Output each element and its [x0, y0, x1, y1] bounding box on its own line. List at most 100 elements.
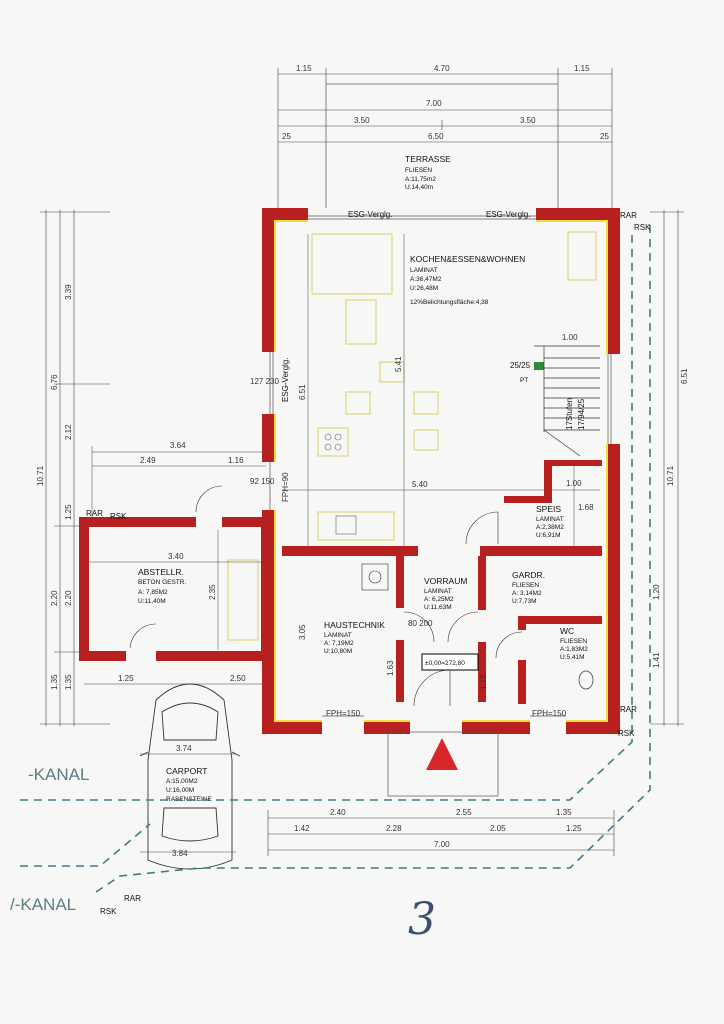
dim-mid-6: 1.18	[479, 674, 488, 690]
speis-area: A:2,38M2	[536, 524, 564, 531]
wc-room: WC FLIESEN A:1,83M2 U:5,41M	[560, 626, 594, 690]
carport-room: CARPORT A:15,00M2 U:16,00M RASENSTEINE	[166, 766, 213, 803]
abstellr-area: A: 7,85M2	[138, 589, 168, 596]
interior-dim-lines	[282, 234, 600, 546]
dim-r6: 1.00	[562, 333, 578, 342]
storage-room: ABSTELLR. BETON GESTR. A: 7,85M2 U:11,40…	[138, 567, 186, 605]
car-outline	[139, 683, 241, 870]
kitchen-room: KOCHEN&ESSEN&WOHNEN LAMINAT A:36,47M2 U:…	[410, 254, 525, 306]
fph-left: FPH=150	[326, 709, 361, 718]
main-walls	[262, 208, 620, 734]
rar-3: RAR	[620, 705, 637, 714]
dim-right-2: 10.71	[666, 465, 675, 486]
dim-mid-1: 5.40	[412, 480, 428, 489]
haustechnik-perimeter: U:10,80M	[324, 648, 352, 655]
speis-name: SPEIS	[536, 504, 561, 514]
bottom-dimensions	[267, 810, 615, 856]
rsk-2: RSK	[634, 223, 651, 232]
dim-car-3: 3.74	[176, 744, 192, 753]
dim-top-8: 25	[282, 132, 291, 141]
dim-mid-5: 1.63	[386, 660, 395, 676]
rsk-3: RSK	[618, 729, 635, 738]
kitchen-area: A:36,47M2	[410, 276, 442, 283]
top-dimensions	[277, 68, 613, 212]
carport-name: CARPORT	[166, 766, 207, 776]
level-marker: ±0,00=272,80	[421, 653, 479, 671]
abstellr-name: ABSTELLR.	[138, 567, 184, 577]
carport-area: A:15,00M2	[166, 778, 198, 785]
vorraum-room: VORRAUM LAMINAT A: 6,25M2 U:11,63M	[424, 576, 467, 611]
kitchen-perimeter: U:26,48M	[410, 285, 438, 292]
dim-top-2: 4.70	[434, 64, 450, 73]
rar-4: RAR	[124, 894, 141, 903]
stair-size: 25/25	[510, 361, 531, 370]
terrace-material: FLIESEN	[405, 167, 432, 174]
interior-walls	[282, 460, 602, 704]
dim-bottom-4: 1.42	[294, 824, 310, 833]
dim-bottom-3: 1.35	[556, 808, 572, 817]
terrace: TERRASSE FLIESEN A:11,75m2 U:14,40m	[325, 83, 559, 213]
dim-car-4: 3.84	[172, 849, 188, 858]
doors	[129, 485, 523, 707]
page-number: 3	[408, 894, 436, 945]
terrace-area: A:11,75m2	[405, 176, 436, 183]
vorraum-name: VORRAUM	[424, 576, 467, 586]
fph-right: FPH=150	[532, 709, 567, 718]
haustechnik-name: HAUSTECHNIK	[324, 620, 385, 630]
dim-storage-3: 1.16	[228, 456, 244, 465]
dim-bottom-5: 2.28	[386, 824, 402, 833]
rar-1: RAR	[86, 509, 103, 518]
abstellr-material: BETON GESTR.	[138, 579, 186, 586]
dim-left-4: 10.71	[36, 465, 45, 486]
dim-left-9: 1.35	[64, 674, 73, 690]
dim-storage-5: 2.35	[208, 584, 217, 600]
dim-left-2: 6.76	[50, 374, 59, 390]
kitchen-material: LAMINAT	[410, 267, 438, 274]
dim-mid-3: 5.41	[394, 356, 403, 372]
dim-car-1: 1.25	[118, 674, 134, 683]
esg-label-left: ESG-Verglg.	[348, 210, 392, 219]
dim-r5: 1.68	[578, 503, 594, 512]
dim-right-1: 6.51	[680, 368, 689, 384]
entrance	[387, 731, 499, 797]
carport-dim-lines	[84, 683, 266, 853]
dim-top-5: 3.50	[354, 116, 370, 125]
stairs-count: 17Stufen	[565, 398, 574, 430]
vorraum-material: LAMINAT	[424, 588, 452, 595]
kanal-lines	[20, 224, 651, 893]
haustechnik-area: A: 7,19M2	[324, 640, 354, 647]
wc-name: WC	[560, 626, 574, 636]
dim-bottom-1: 2.40	[330, 808, 346, 817]
dim-top-6: 3.50	[520, 116, 536, 125]
dim-storage-1: 3.64	[170, 441, 186, 450]
dim-r7: 1.00	[566, 479, 582, 488]
rar-2: RAR	[620, 211, 637, 220]
speis-material: LAMINAT	[536, 516, 564, 523]
dim-storage-2: 2.49	[140, 456, 156, 465]
wc-perimeter: U:5,41M	[560, 654, 585, 661]
dim-right-4: 1.41	[652, 652, 661, 668]
dim-mid-2: 6.51	[298, 384, 307, 400]
vorraum-area: A: 6,25M2	[424, 596, 454, 603]
dim-storage-4: 3.40	[168, 552, 184, 561]
dim-bottom-6: 2.05	[490, 824, 506, 833]
abstellr-perimeter: U:11,40M	[138, 598, 166, 605]
stairs	[534, 345, 600, 457]
dim-right-3: 1.20	[652, 584, 661, 600]
dim-left-5: 1.25	[64, 504, 73, 520]
window-dim-2: 92 150	[250, 477, 275, 486]
kitchen-name: KOCHEN&ESSEN&WOHNEN	[410, 254, 525, 264]
gardr-room: GARDR. FLIESEN A: 3,14M2 U:7,73M	[512, 570, 545, 605]
dim-car-2: 2.50	[230, 674, 246, 683]
dim-left-8: 1.35	[50, 674, 59, 690]
gardr-name: GARDR.	[512, 570, 545, 580]
right-dimensions	[650, 210, 684, 726]
storage-dim-lines	[84, 446, 266, 650]
terrace-perimeter: U:14,40m	[405, 184, 433, 191]
haustechnik-room: HAUSTECHNIK LAMINAT A: 7,19M2 U:10,80M	[324, 620, 385, 655]
dim-left-7: 2.20	[64, 590, 73, 606]
terrace-name: TERRASSE	[405, 154, 451, 164]
wc-area: A:1,83M2	[560, 646, 588, 653]
dim-top-9: 25	[600, 132, 609, 141]
